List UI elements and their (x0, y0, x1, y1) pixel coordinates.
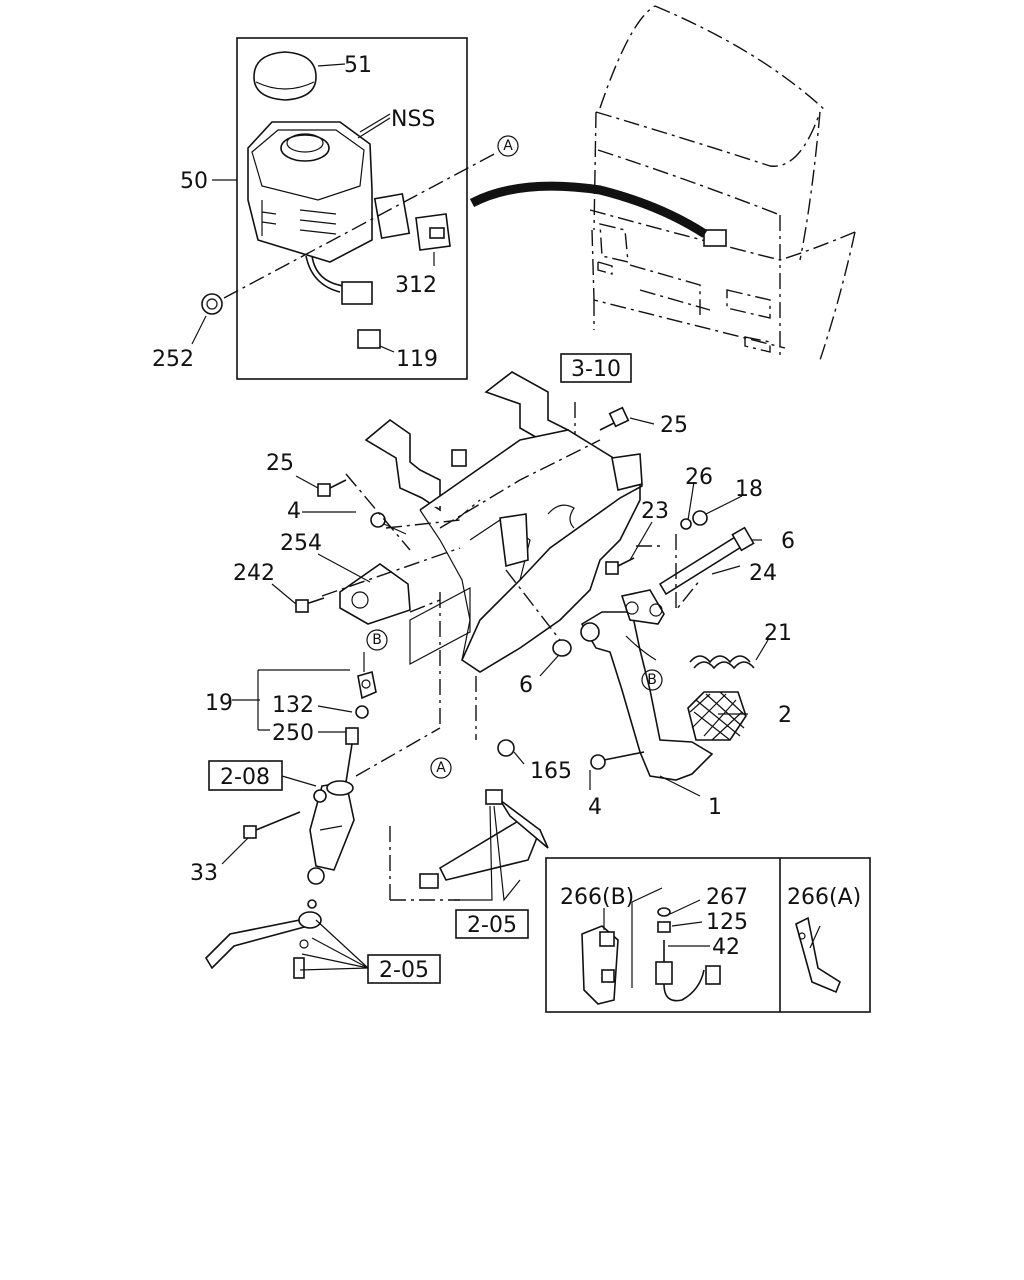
bolt-25-top (599, 406, 655, 431)
leader-outlet (355, 727, 441, 777)
label-part-252: 252 (152, 347, 194, 372)
label-part-6-lower: 6 (519, 673, 533, 698)
pedal-pad (687, 691, 747, 741)
hydraulic-pipe (204, 899, 322, 979)
cab-switch-connector (703, 229, 727, 247)
svg-text:B: B (647, 672, 657, 688)
ref-box-3-10: 3-10 (560, 353, 632, 383)
label-part-266b: 266(B) (560, 885, 634, 910)
label-part-6-right: 6 (781, 529, 795, 554)
marker-b-right: B (641, 669, 663, 691)
reservoir-tank (247, 113, 411, 263)
label-part-24: 24 (749, 561, 777, 586)
label-part-33: 33 (190, 861, 218, 886)
label-part-51: 51 (344, 53, 372, 78)
reservoir-inset-frame (236, 37, 468, 380)
master-cylinder (307, 670, 377, 885)
label-part-165: 165 (530, 759, 572, 784)
label-part-23: 23 (641, 499, 669, 524)
label-part-132: 132 (272, 693, 314, 718)
label-part-18: 18 (735, 477, 763, 502)
label-leaders (221, 475, 769, 971)
svg-text:3-10: 3-10 (571, 357, 621, 382)
svg-text:A: A (436, 760, 446, 776)
label-part-42: 42 (712, 935, 740, 960)
ref-box-2-05-pipe: 2-05 (367, 954, 441, 984)
washer-267 (657, 907, 671, 917)
location-arrow (469, 181, 708, 238)
label-part-1: 1 (708, 795, 722, 820)
switch-inset (545, 857, 871, 1013)
ref-box-2-05-hose: 2-05 (455, 909, 529, 939)
truck-cab-outline (589, 5, 856, 361)
bracket-312 (415, 213, 451, 266)
label-part-50: 50 (180, 169, 208, 194)
svg-text:B: B (372, 632, 382, 648)
pedal-shaft (658, 526, 762, 596)
svg-text:2-05: 2-05 (379, 958, 429, 983)
marker-a-top: A (497, 135, 519, 157)
label-part-267: 267 (706, 885, 748, 910)
return-spring-2 (693, 661, 755, 670)
label-nss: NSS (391, 107, 435, 132)
ref-box-2-08: 2-08 (208, 760, 283, 791)
label-part-19: 19 (205, 691, 233, 716)
switch-inset-frame (545, 857, 871, 1013)
bolt-242 (295, 597, 325, 613)
clutch-switch-42 (655, 940, 721, 1002)
label-part-312: 312 (395, 273, 437, 298)
bolt-23 (605, 557, 635, 575)
label-part-4-lower: 4 (588, 795, 602, 820)
washer-26 (680, 518, 692, 530)
bracket-266a (795, 916, 841, 994)
leader-a-dashed (223, 151, 499, 299)
washer-6-lower (552, 639, 572, 657)
label-part-250: 250 (272, 721, 314, 746)
leader-dashed-right (675, 534, 701, 612)
label-part-21: 21 (764, 621, 792, 646)
leader-nss (357, 117, 391, 139)
nut-165 (497, 739, 515, 757)
label-part-25-top: 25 (660, 413, 688, 438)
bracket-254 (339, 563, 411, 625)
reservoir-wire-connector (305, 255, 395, 353)
svg-text:2-05: 2-05 (467, 913, 517, 938)
marker-a-hose: A (430, 757, 452, 779)
leader-b-right (625, 635, 657, 661)
bolt-33 (243, 811, 301, 839)
svg-text:A: A (503, 138, 513, 154)
marker-b-left: B (366, 629, 388, 651)
nut-18 (692, 510, 708, 526)
label-part-254: 254 (280, 531, 322, 556)
label-part-2: 2 (778, 703, 792, 728)
label-part-4-top: 4 (287, 499, 301, 524)
label-part-125: 125 (706, 910, 748, 935)
label-part-242: 242 (233, 561, 275, 586)
reservoir-inset (236, 37, 468, 380)
nut-252 (191, 293, 223, 345)
return-spring (689, 655, 751, 664)
bolt-4-lower (590, 751, 645, 770)
label-part-25-left: 25 (266, 451, 294, 476)
pedal-bracket-assembly (295, 371, 655, 673)
label-part-266a: 266(A) (787, 885, 861, 910)
label-part-119: 119 (396, 347, 438, 372)
svg-text:2-08: 2-08 (220, 765, 270, 790)
flex-hose (389, 789, 549, 901)
leader-6-lower (505, 569, 561, 641)
bolt-25-left (317, 479, 347, 497)
reservoir-cap (253, 51, 346, 101)
label-part-26: 26 (685, 465, 713, 490)
nut-125 (657, 921, 671, 933)
clutch-pedal-arm (580, 589, 714, 781)
